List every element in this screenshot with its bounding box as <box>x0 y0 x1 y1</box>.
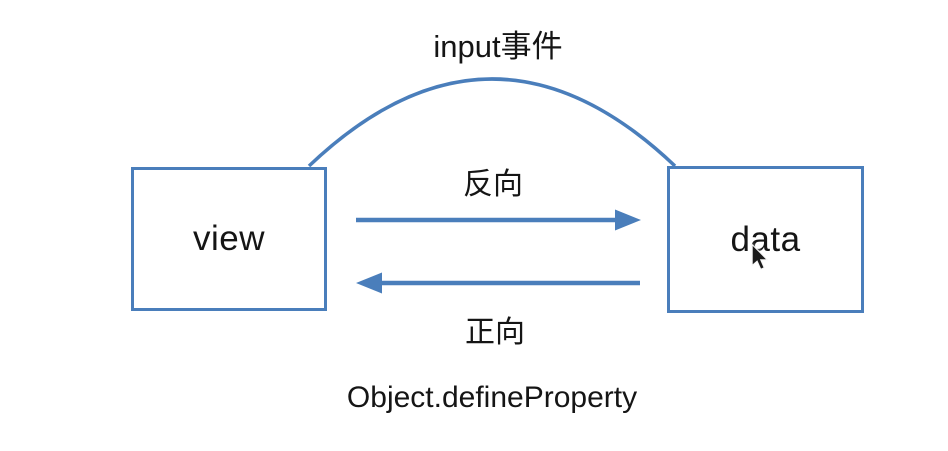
input-event-arc <box>307 77 677 168</box>
backward-direction-label: 反向 <box>463 168 523 201</box>
view-node: view <box>131 167 327 311</box>
forward-arrow <box>356 272 640 294</box>
view-node-label: view <box>192 219 266 258</box>
data-node: data <box>667 166 864 313</box>
forward-direction-label: 正向 <box>465 316 525 349</box>
data-node-label: data <box>730 219 801 259</box>
backward-arrow <box>356 209 641 231</box>
object-defineproperty-label: Object.defineProperty <box>346 381 638 414</box>
input-event-label: input事件 <box>433 29 563 64</box>
mouse-cursor-icon <box>751 244 769 270</box>
